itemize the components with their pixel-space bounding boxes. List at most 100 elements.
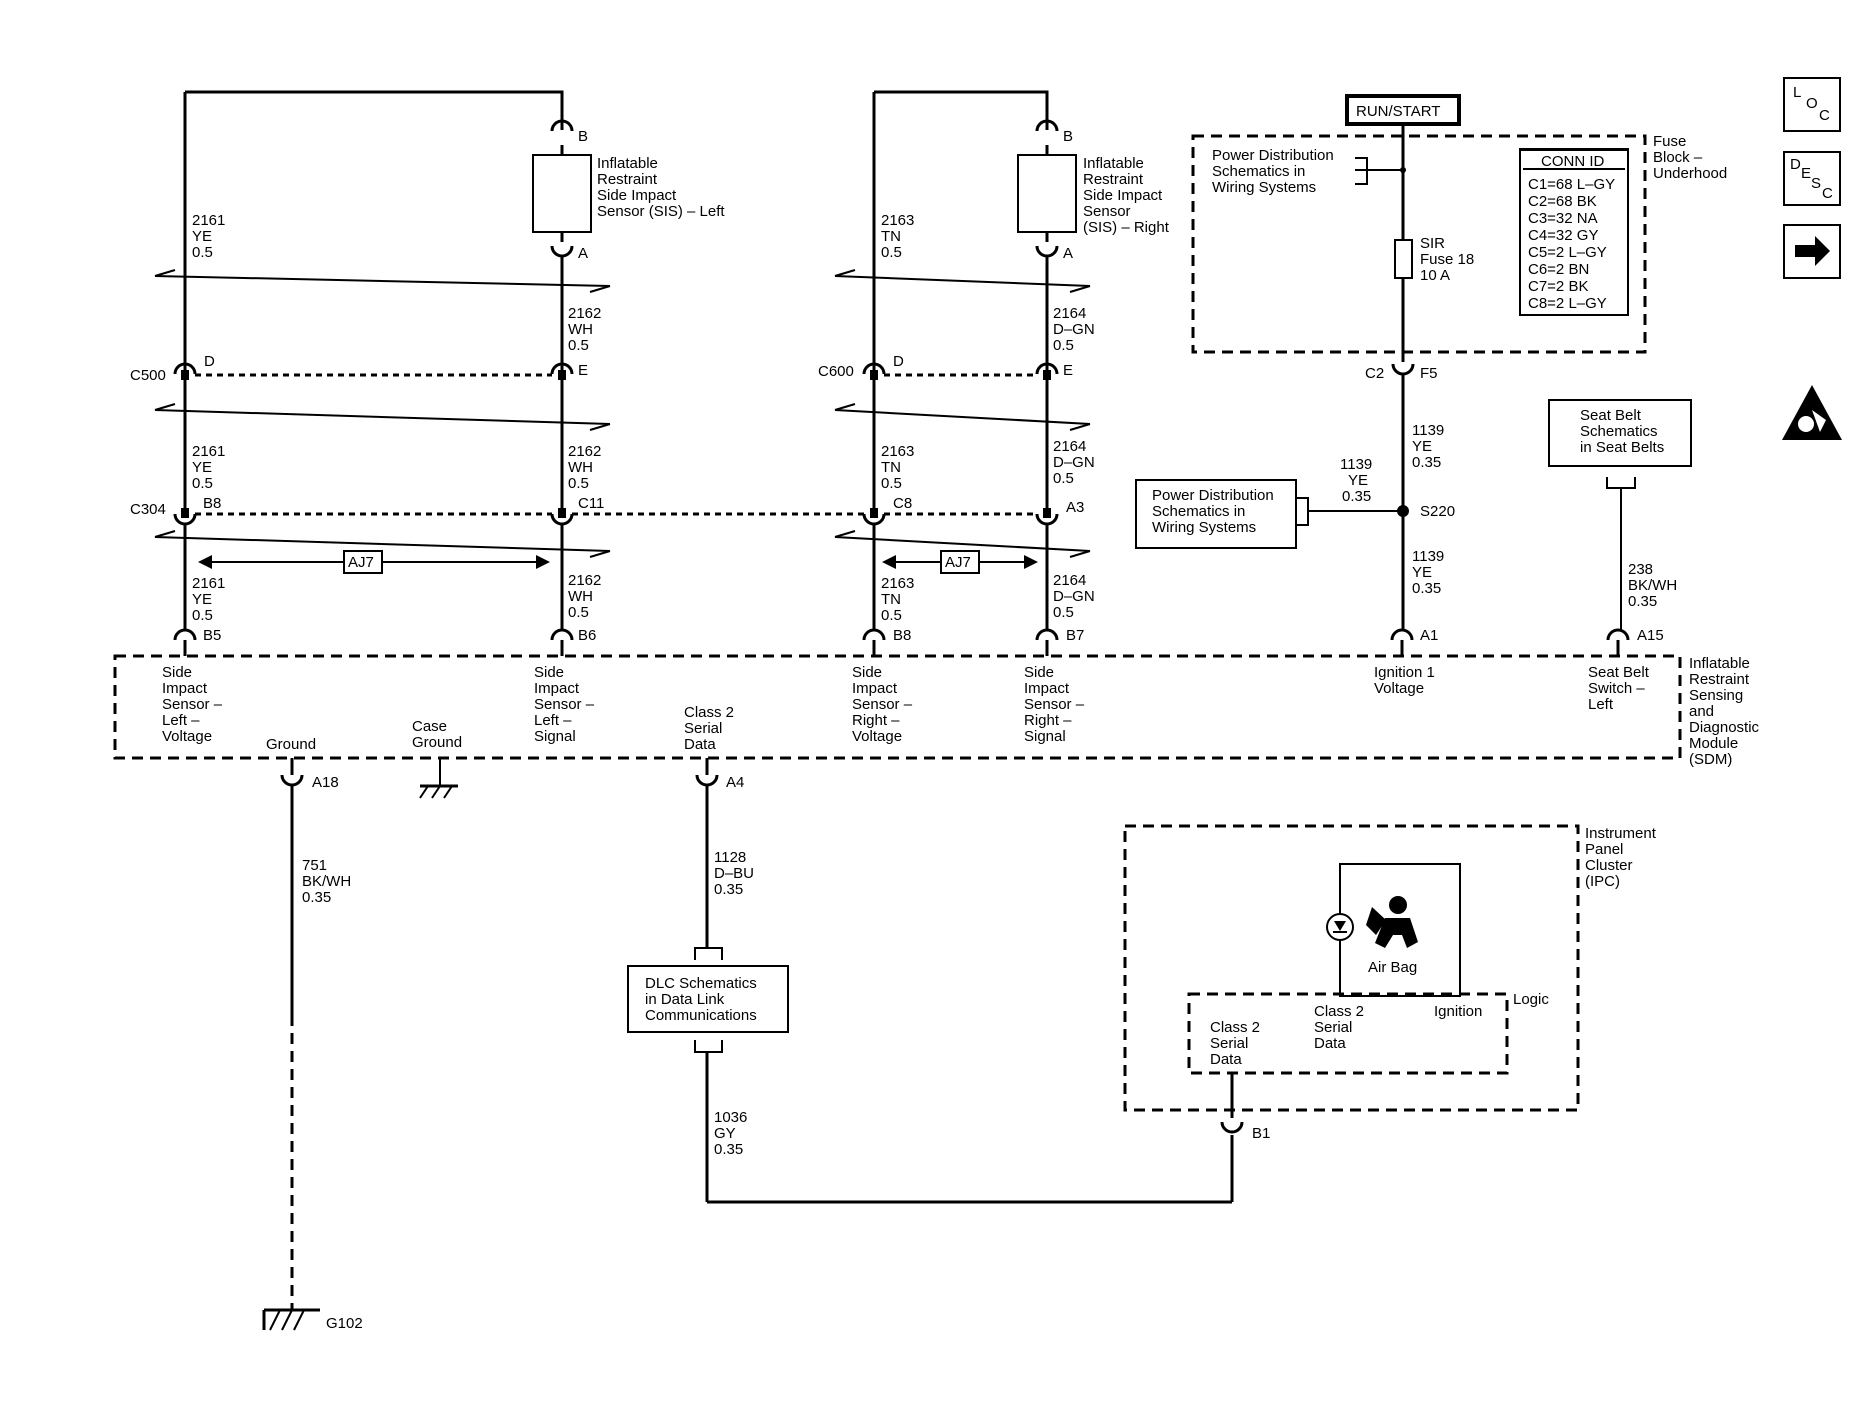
svg-text:Sensor –: Sensor – [534, 696, 595, 713]
svg-text:D–GN: D–GN [1053, 454, 1095, 471]
svg-text:D: D [1790, 156, 1801, 173]
svg-text:2163: 2163 [881, 575, 914, 592]
svg-text:B: B [578, 128, 588, 145]
svg-text:Side Impact: Side Impact [597, 187, 677, 204]
svg-text:C: C [1822, 185, 1833, 202]
svg-text:1139: 1139 [1412, 548, 1444, 565]
svg-text:C8=2 L–GY: C8=2 L–GY [1528, 295, 1607, 312]
svg-text:B8: B8 [203, 495, 221, 512]
svg-text:C7=2 BK: C7=2 BK [1528, 278, 1588, 295]
svg-text:Power Distribution: Power Distribution [1152, 487, 1274, 504]
svg-text:C8: C8 [893, 495, 912, 512]
svg-text:Module: Module [1689, 735, 1738, 752]
svg-text:F5: F5 [1420, 365, 1438, 382]
airbag-icon [1366, 896, 1418, 948]
svg-text:DLC Schematics: DLC Schematics [645, 975, 757, 992]
svg-text:1128: 1128 [714, 849, 746, 866]
svg-text:Seat Belt: Seat Belt [1588, 664, 1650, 681]
svg-text:A1: A1 [1420, 627, 1438, 644]
svg-text:Signal: Signal [1024, 728, 1066, 745]
svg-text:Signal: Signal [534, 728, 576, 745]
svg-text:Side: Side [534, 664, 564, 681]
svg-text:Instrument: Instrument [1585, 825, 1657, 842]
svg-text:AJ7: AJ7 [348, 554, 374, 571]
svg-text:2163: 2163 [881, 212, 914, 229]
svg-text:1139: 1139 [1340, 456, 1372, 473]
svg-text:0.35: 0.35 [1342, 488, 1371, 505]
svg-text:Inflatable: Inflatable [1083, 155, 1144, 172]
svg-text:Inflatable: Inflatable [597, 155, 658, 172]
svg-text:Seat Belt: Seat Belt [1580, 407, 1642, 424]
svg-text:0.35: 0.35 [1628, 593, 1657, 610]
svg-text:Sensor –: Sensor – [1024, 696, 1085, 713]
svg-text:YE: YE [192, 459, 212, 476]
sdm-top-pins [173, 628, 1630, 656]
svg-text:C6=2 BN: C6=2 BN [1528, 261, 1589, 278]
fuse-block-labels: Fuse Block – Underhood Power Distributio… [1212, 133, 1727, 382]
loc-icon[interactable]: L O C [1783, 77, 1841, 132]
svg-text:2164: 2164 [1053, 572, 1086, 589]
svg-text:Side: Side [852, 664, 882, 681]
left-sensor-labels: Inflatable Restraint Side Impact Sensor … [192, 128, 725, 624]
sdm-bottom-pins [262, 758, 719, 1331]
svg-text:0.5: 0.5 [1053, 337, 1074, 354]
svg-text:Case: Case [412, 718, 447, 735]
svg-text:Class 2: Class 2 [684, 704, 734, 721]
svg-text:C3=32 NA: C3=32 NA [1528, 210, 1598, 227]
svg-text:BK/WH: BK/WH [302, 873, 351, 890]
svg-text:Data: Data [1210, 1051, 1242, 1068]
svg-text:Wiring Systems: Wiring Systems [1152, 519, 1256, 536]
right-sensor-wiring: AJ7 [834, 90, 1091, 630]
svg-text:S220: S220 [1420, 503, 1455, 520]
svg-text:2163: 2163 [881, 443, 914, 460]
svg-text:Serial: Serial [684, 720, 722, 737]
svg-text:C304: C304 [130, 501, 166, 518]
svg-text:751: 751 [302, 857, 327, 874]
svg-text:(SIS) – Right: (SIS) – Right [1083, 219, 1170, 236]
fuse-block-underhood: RUN/START [1191, 94, 1647, 630]
svg-text:Communications: Communications [645, 1007, 757, 1024]
svg-text:E: E [578, 362, 588, 379]
svg-text:Sensor –: Sensor – [162, 696, 223, 713]
svg-text:WH: WH [568, 459, 593, 476]
svg-text:Sensing: Sensing [1689, 687, 1743, 704]
svg-text:D: D [893, 353, 904, 370]
svg-text:(IPC): (IPC) [1585, 873, 1620, 890]
svg-text:Schematics: Schematics [1580, 423, 1658, 440]
svg-text:Impact: Impact [1024, 680, 1070, 697]
sdm-module-outline [113, 654, 1682, 760]
svg-text:0.35: 0.35 [1412, 454, 1441, 471]
svg-text:B7: B7 [1066, 627, 1084, 644]
svg-text:B5: B5 [203, 627, 221, 644]
svg-text:2161: 2161 [192, 575, 225, 592]
svg-text:0.5: 0.5 [192, 475, 213, 492]
svg-text:YE: YE [192, 591, 212, 608]
svg-text:TN: TN [881, 591, 901, 608]
seatbelt-labels: Seat Belt Schematics in Seat Belts 238 B… [1580, 407, 1677, 610]
svg-text:2162: 2162 [568, 305, 601, 322]
svg-text:Ignition: Ignition [1434, 1003, 1482, 1020]
power-distribution-splice [1135, 479, 1409, 549]
svg-text:D: D [204, 353, 215, 370]
ignition-labels: 1139 YE 0.35 1139 YE 0.35 S220 1139 YE 0… [1152, 422, 1455, 597]
svg-text:Logic: Logic [1513, 991, 1549, 1008]
svg-text:0.5: 0.5 [1053, 470, 1074, 487]
sdm-labels: Inflatable Restraint Sensing and Diagnos… [162, 655, 1760, 768]
right-side-impact-sensor [1017, 154, 1077, 233]
svg-text:Serial: Serial [1314, 1019, 1352, 1036]
arrow-right-icon[interactable] [1783, 224, 1841, 279]
svg-text:C5=2 L–GY: C5=2 L–GY [1528, 244, 1607, 261]
svg-text:0.35: 0.35 [714, 881, 743, 898]
svg-text:Impact: Impact [534, 680, 580, 697]
ground-labels: 751 BK/WH 0.35 G102 [302, 857, 363, 1332]
svg-text:C2=68 BK: C2=68 BK [1528, 193, 1597, 210]
svg-text:G102: G102 [326, 1315, 363, 1332]
desc-icon[interactable]: D E S C [1783, 151, 1841, 206]
svg-text:0.5: 0.5 [192, 607, 213, 624]
seat-belt-reference [1548, 399, 1692, 630]
instrument-panel-cluster [1123, 824, 1580, 1134]
svg-text:Restraint: Restraint [1689, 671, 1750, 688]
svg-text:C11: C11 [578, 495, 604, 512]
svg-text:C500: C500 [130, 367, 166, 384]
